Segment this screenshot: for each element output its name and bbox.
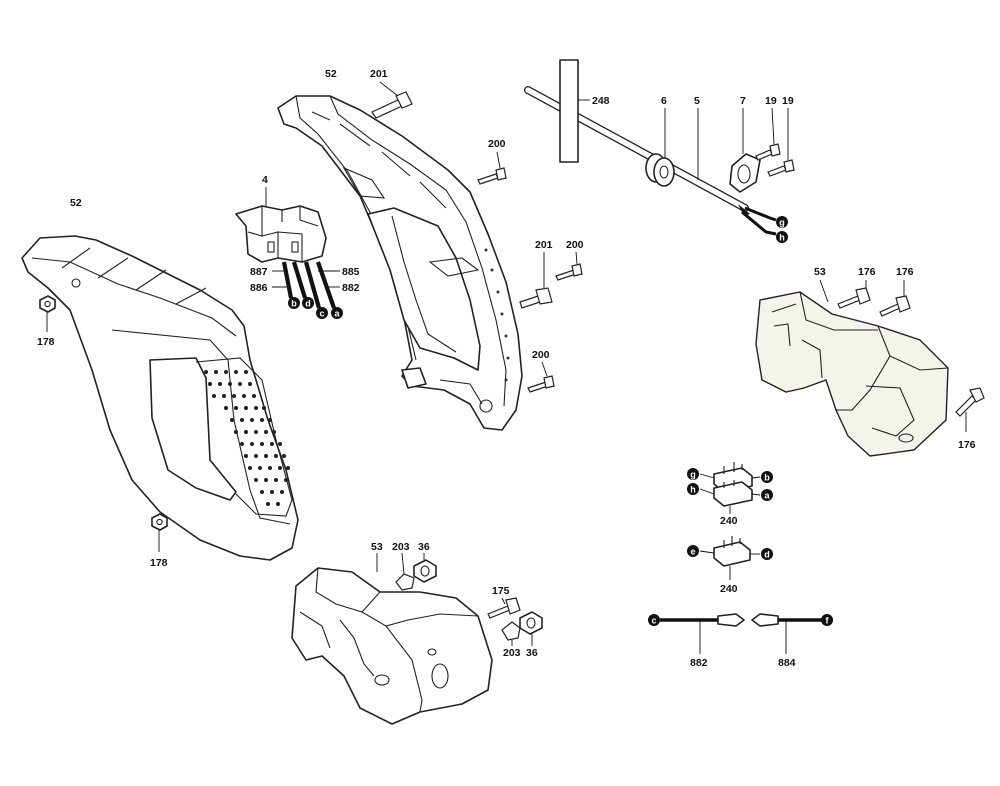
label-178-top: 178 — [37, 336, 55, 348]
marker-t2-d: d — [761, 548, 773, 560]
label-201-top: 201 — [370, 68, 388, 80]
wire-884 — [751, 613, 822, 654]
svg-text:d: d — [764, 550, 770, 560]
screw-201-top — [371, 81, 413, 119]
label-200-low: 200 — [532, 349, 550, 361]
screw-176-c — [955, 387, 985, 432]
screw-19-b — [767, 108, 795, 177]
label-176-c: 176 — [958, 439, 976, 451]
svg-text:c: c — [651, 616, 656, 626]
wire-882 — [660, 613, 745, 654]
label-52-left: 52 — [70, 197, 82, 209]
label-886: 886 — [250, 282, 268, 294]
marker-w-f: f — [821, 614, 833, 626]
svg-text:c: c — [319, 309, 324, 319]
cover-53-bottom — [291, 553, 493, 725]
label-176-b: 176 — [896, 266, 914, 278]
marker-t1-a: a — [761, 489, 773, 501]
grip-dot-pattern — [204, 370, 290, 506]
screw-200-low — [527, 361, 555, 393]
label-240-a: 240 — [720, 515, 738, 527]
screw-19-a — [755, 107, 781, 161]
marker-t1-b: b — [761, 471, 773, 483]
nut-178-bottom — [151, 513, 168, 552]
screw-200-mid — [555, 251, 583, 281]
label-203-a: 203 — [392, 541, 410, 553]
label-176-a: 176 — [858, 266, 876, 278]
connection-markers: b d c a g h g b h a e d c f — [288, 216, 833, 626]
svg-text:b: b — [291, 299, 297, 309]
svg-text:a: a — [764, 491, 770, 501]
nut-178-top — [39, 295, 56, 332]
screw-203-a — [395, 552, 415, 591]
marker-cord-h: h — [776, 231, 788, 243]
marker-cord-g: g — [776, 216, 788, 228]
label-6: 6 — [661, 95, 667, 107]
label-4: 4 — [262, 174, 268, 186]
cover-53-right — [755, 279, 949, 457]
marker-t1-h: h — [687, 483, 699, 495]
svg-text:f: f — [826, 616, 830, 626]
label-201-mid: 201 — [535, 239, 553, 251]
label-52-center: 52 — [325, 68, 337, 80]
svg-text:h: h — [690, 485, 696, 495]
label-178-bottom: 178 — [150, 557, 168, 569]
label-36-a: 36 — [418, 541, 430, 553]
grommet-6 — [645, 108, 675, 187]
svg-text:e: e — [690, 547, 695, 557]
label-203-b: 203 — [503, 647, 521, 659]
label-248: 248 — [592, 95, 610, 107]
screw-203-b — [501, 621, 521, 646]
label-884: 884 — [778, 657, 796, 669]
svg-text:g: g — [690, 470, 696, 480]
nut-36-b — [519, 611, 543, 646]
handle-half-center — [277, 95, 523, 431]
marker-sw-a: a — [331, 307, 343, 319]
strain-plate-248 — [559, 59, 590, 163]
screw-200-top — [477, 151, 507, 185]
marker-sw-b: b — [288, 297, 300, 309]
screw-201-mid — [519, 252, 553, 309]
switch-4 — [235, 187, 340, 309]
svg-text:d: d — [305, 299, 311, 309]
label-887: 887 — [250, 266, 268, 278]
label-19-a: 19 — [765, 95, 777, 107]
svg-text:h: h — [779, 233, 785, 243]
label-885: 885 — [342, 266, 360, 278]
terminal-240-a — [699, 462, 761, 514]
marker-t2-e: e — [687, 545, 699, 557]
label-5: 5 — [694, 95, 700, 107]
marker-sw-c: c — [316, 307, 328, 319]
label-7: 7 — [740, 95, 746, 107]
label-19-b: 19 — [782, 95, 794, 107]
handle-half-left — [21, 235, 299, 561]
nut-36-a — [413, 553, 437, 583]
marker-t1-g: g — [687, 468, 699, 480]
svg-text:g: g — [779, 218, 785, 228]
screw-176-b — [879, 280, 911, 317]
label-175: 175 — [492, 585, 510, 597]
label-200-top: 200 — [488, 138, 506, 150]
part-labels: 52 178 178 4 887 886 885 882 52 201 200 … — [37, 68, 976, 669]
label-240-b: 240 — [720, 583, 738, 595]
label-882-wire: 882 — [690, 657, 708, 669]
marker-w-c: c — [648, 614, 660, 626]
label-882-switch: 882 — [342, 282, 360, 294]
terminal-240-b — [699, 536, 760, 580]
marker-sw-d: d — [302, 297, 314, 309]
label-53-right: 53 — [814, 266, 826, 278]
svg-text:b: b — [764, 473, 770, 483]
label-200-mid: 200 — [566, 239, 584, 251]
svg-text:a: a — [334, 309, 340, 319]
bushing-7 — [729, 108, 761, 193]
screw-176-a — [837, 280, 871, 309]
label-53-bottom: 53 — [371, 541, 383, 553]
screw-175 — [487, 597, 521, 619]
label-36-b: 36 — [526, 647, 538, 659]
